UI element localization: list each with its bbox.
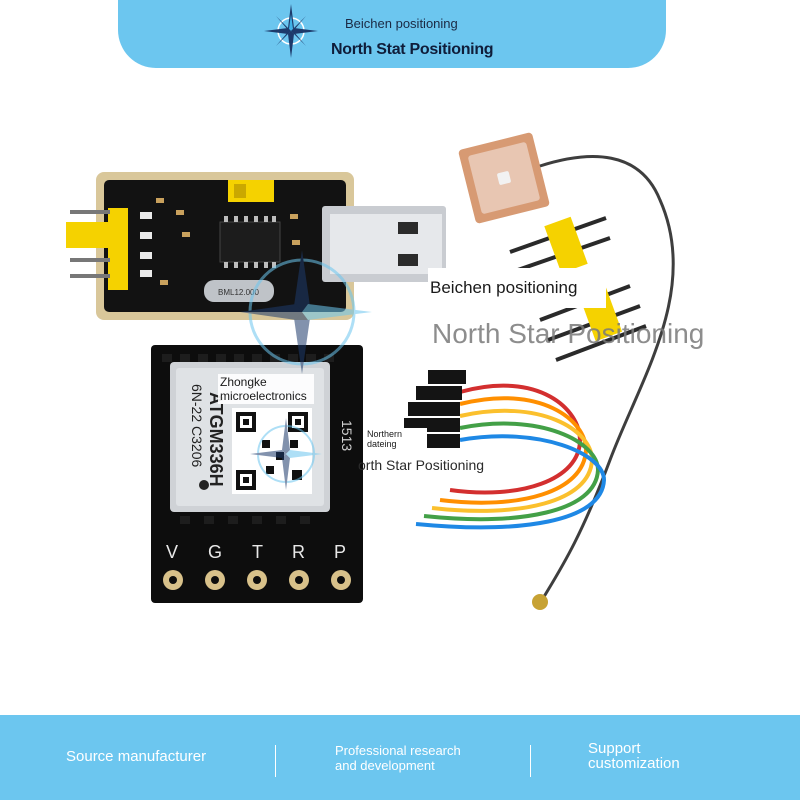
chip-lot-label: 6N-22 C3206 [189,384,205,467]
ceramic-antenna [458,132,550,224]
pin-label-v: V [166,542,178,562]
watermark-compass-icon [240,250,372,374]
brand-subtitle: Beichen positioning [345,16,458,31]
footer-divider [275,745,276,777]
footer-item-research: Professional research and development [335,743,461,773]
side-pin-header [66,208,128,290]
pin-label-t: T [252,542,263,562]
caption-northern-dateing: Northern dateing [365,428,427,450]
ipex-connector [532,594,548,610]
board-side-code: 1513 [339,420,355,451]
pin-label-r: R [292,542,305,562]
brand-title: North Stat Positioning [331,41,494,58]
dupont-wires [415,383,607,530]
chip-model-label: ATGM336H [206,392,226,487]
pin-label-p: P [334,542,346,562]
footer-item-customization: Support customization [588,740,680,772]
footer-divider [530,745,531,777]
compass-star-icon [264,4,318,58]
antenna-cable [539,155,675,601]
pin-label-g: G [208,542,222,562]
watermark-compass-small-icon [250,418,322,490]
caption-north-star-small: orth Star Positioning [358,457,485,473]
usb-ttl-board: BML12.000 [66,172,446,320]
caption-north-star-large: North Star Positioning [432,318,705,349]
caption-beichen: Beichen positioning [428,268,606,308]
solder-pads [163,570,351,590]
footer-banner: Source manufacturer Professional researc… [0,715,800,800]
caption-zhongke: Zhongke microelectronics [218,374,314,404]
header-banner [118,0,666,68]
crystal-label: BML12.000 [218,288,259,297]
footer-item-source: Source manufacturer [66,748,207,765]
